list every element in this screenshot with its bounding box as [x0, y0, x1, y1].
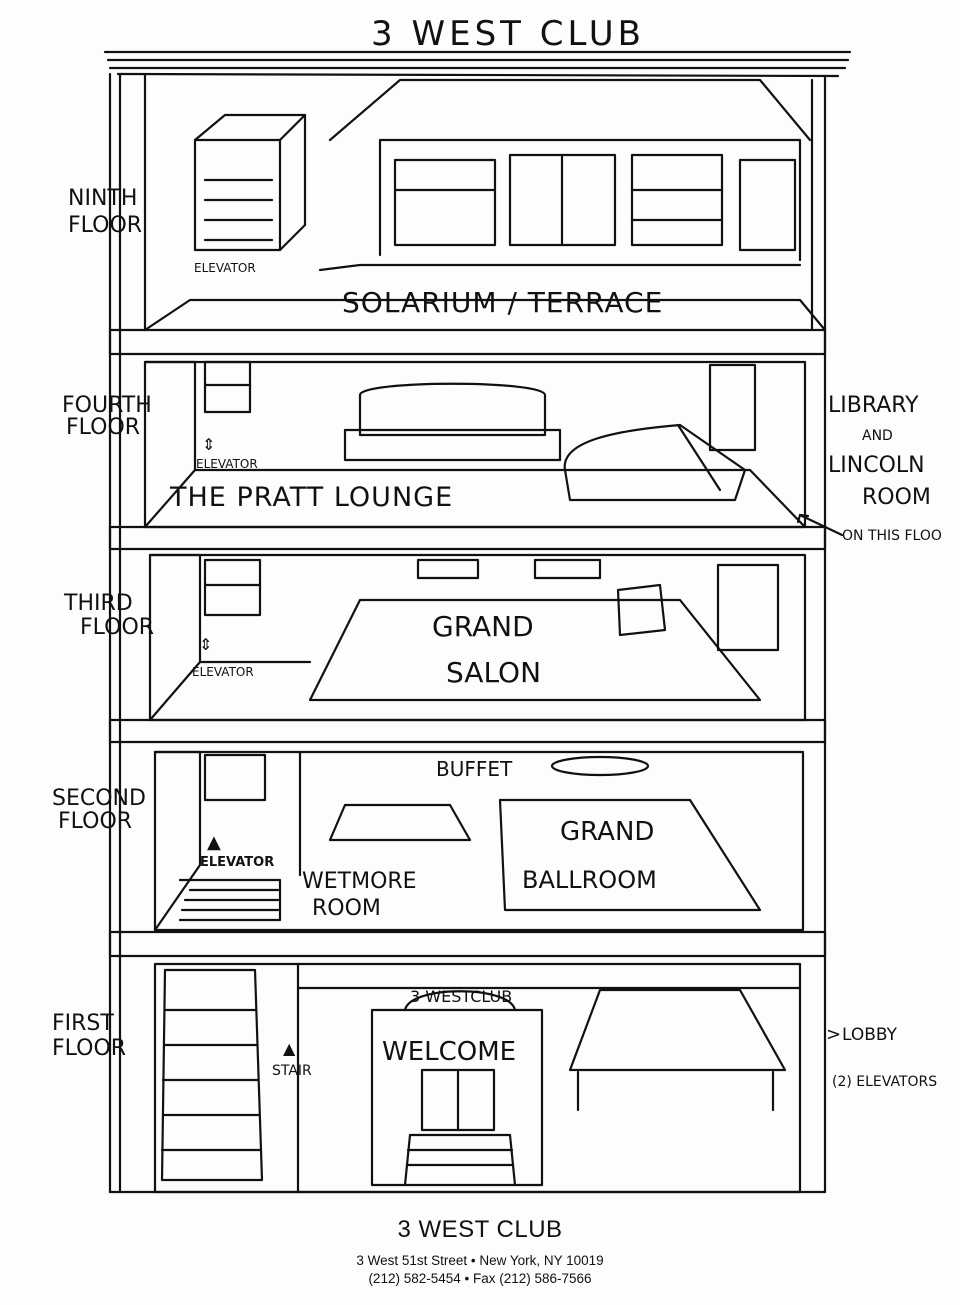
- footer-phone: (212) 582-5454 • Fax (212) 586-7566: [368, 1271, 592, 1286]
- sign-3-westclub: 3 WESTCLUB: [410, 987, 512, 1006]
- note-lobby: LOBBY: [842, 1025, 898, 1045]
- elevator-arrow-second-icon: ▲: [207, 832, 221, 853]
- lobby-arrow-icon: >: [826, 1024, 841, 1045]
- note-library-1: LIBRARY: [828, 393, 919, 418]
- elevator-label-second: ELEVATOR: [200, 855, 274, 870]
- building-cutaway-drawing: 3 WEST CLUB NINTH FLOOR FOURTH FLOOR THI…: [52, 14, 942, 1194]
- elevator-arrow-fourth-icon: ⇕: [202, 435, 215, 454]
- floor-label-first: FIRST: [52, 1011, 114, 1036]
- drawing-title: 3 WEST CLUB: [371, 14, 645, 54]
- elevator-arrow-third-icon: ⇕: [199, 635, 212, 654]
- floor-label-fourth-2: FLOOR: [66, 415, 140, 440]
- stair-arrow-icon: ▲: [283, 1039, 296, 1058]
- floor-label-ninth: NINTH: [68, 186, 137, 211]
- footer-address: 3 West 51st Street • New York, NY 10019: [356, 1253, 604, 1268]
- buffet-label: BUFFET: [436, 757, 513, 781]
- room-grand-ballroom-1: GRAND: [560, 817, 654, 847]
- floor-label-second-2: FLOOR: [58, 809, 132, 834]
- floor-label-second: SECOND: [52, 786, 146, 811]
- note-library-4: ROOM: [862, 485, 931, 510]
- note-elevators: (2) ELEVATORS: [832, 1074, 937, 1090]
- room-wetmore-1: WETMORE: [302, 869, 417, 894]
- floor-label-first-2: FLOOR: [52, 1036, 126, 1061]
- elevator-label-ninth: ELEVATOR: [194, 261, 256, 275]
- room-grand-salon-1: GRAND: [432, 610, 534, 643]
- elevator-label-third: ELEVATOR: [192, 665, 254, 679]
- footer-club-name: 3 WEST CLUB: [397, 1216, 563, 1243]
- floor-label-third-2: FLOOR: [80, 615, 154, 640]
- floor-label-fourth: FOURTH: [62, 393, 152, 418]
- floor-label-ninth-2: FLOOR: [68, 213, 142, 238]
- note-library-3: LINCOLN: [828, 453, 925, 478]
- note-library-2: AND: [862, 428, 893, 444]
- floor-label-third: THIRD: [63, 591, 133, 616]
- room-wetmore-2: ROOM: [312, 896, 381, 921]
- elevator-label-fourth: ELEVATOR: [196, 457, 258, 471]
- room-grand-salon-2: SALON: [446, 656, 541, 689]
- stair-label: STAIR: [272, 1063, 312, 1079]
- note-on-this-floor: ON THIS FLOO: [842, 528, 942, 544]
- room-grand-ballroom-2: BALLROOM: [522, 866, 657, 894]
- room-solarium-terrace: SOLARIUM / TERRACE: [342, 286, 663, 319]
- welcome-label: WELCOME: [382, 1037, 516, 1067]
- room-pratt-lounge: THE PRATT LOUNGE: [169, 482, 453, 513]
